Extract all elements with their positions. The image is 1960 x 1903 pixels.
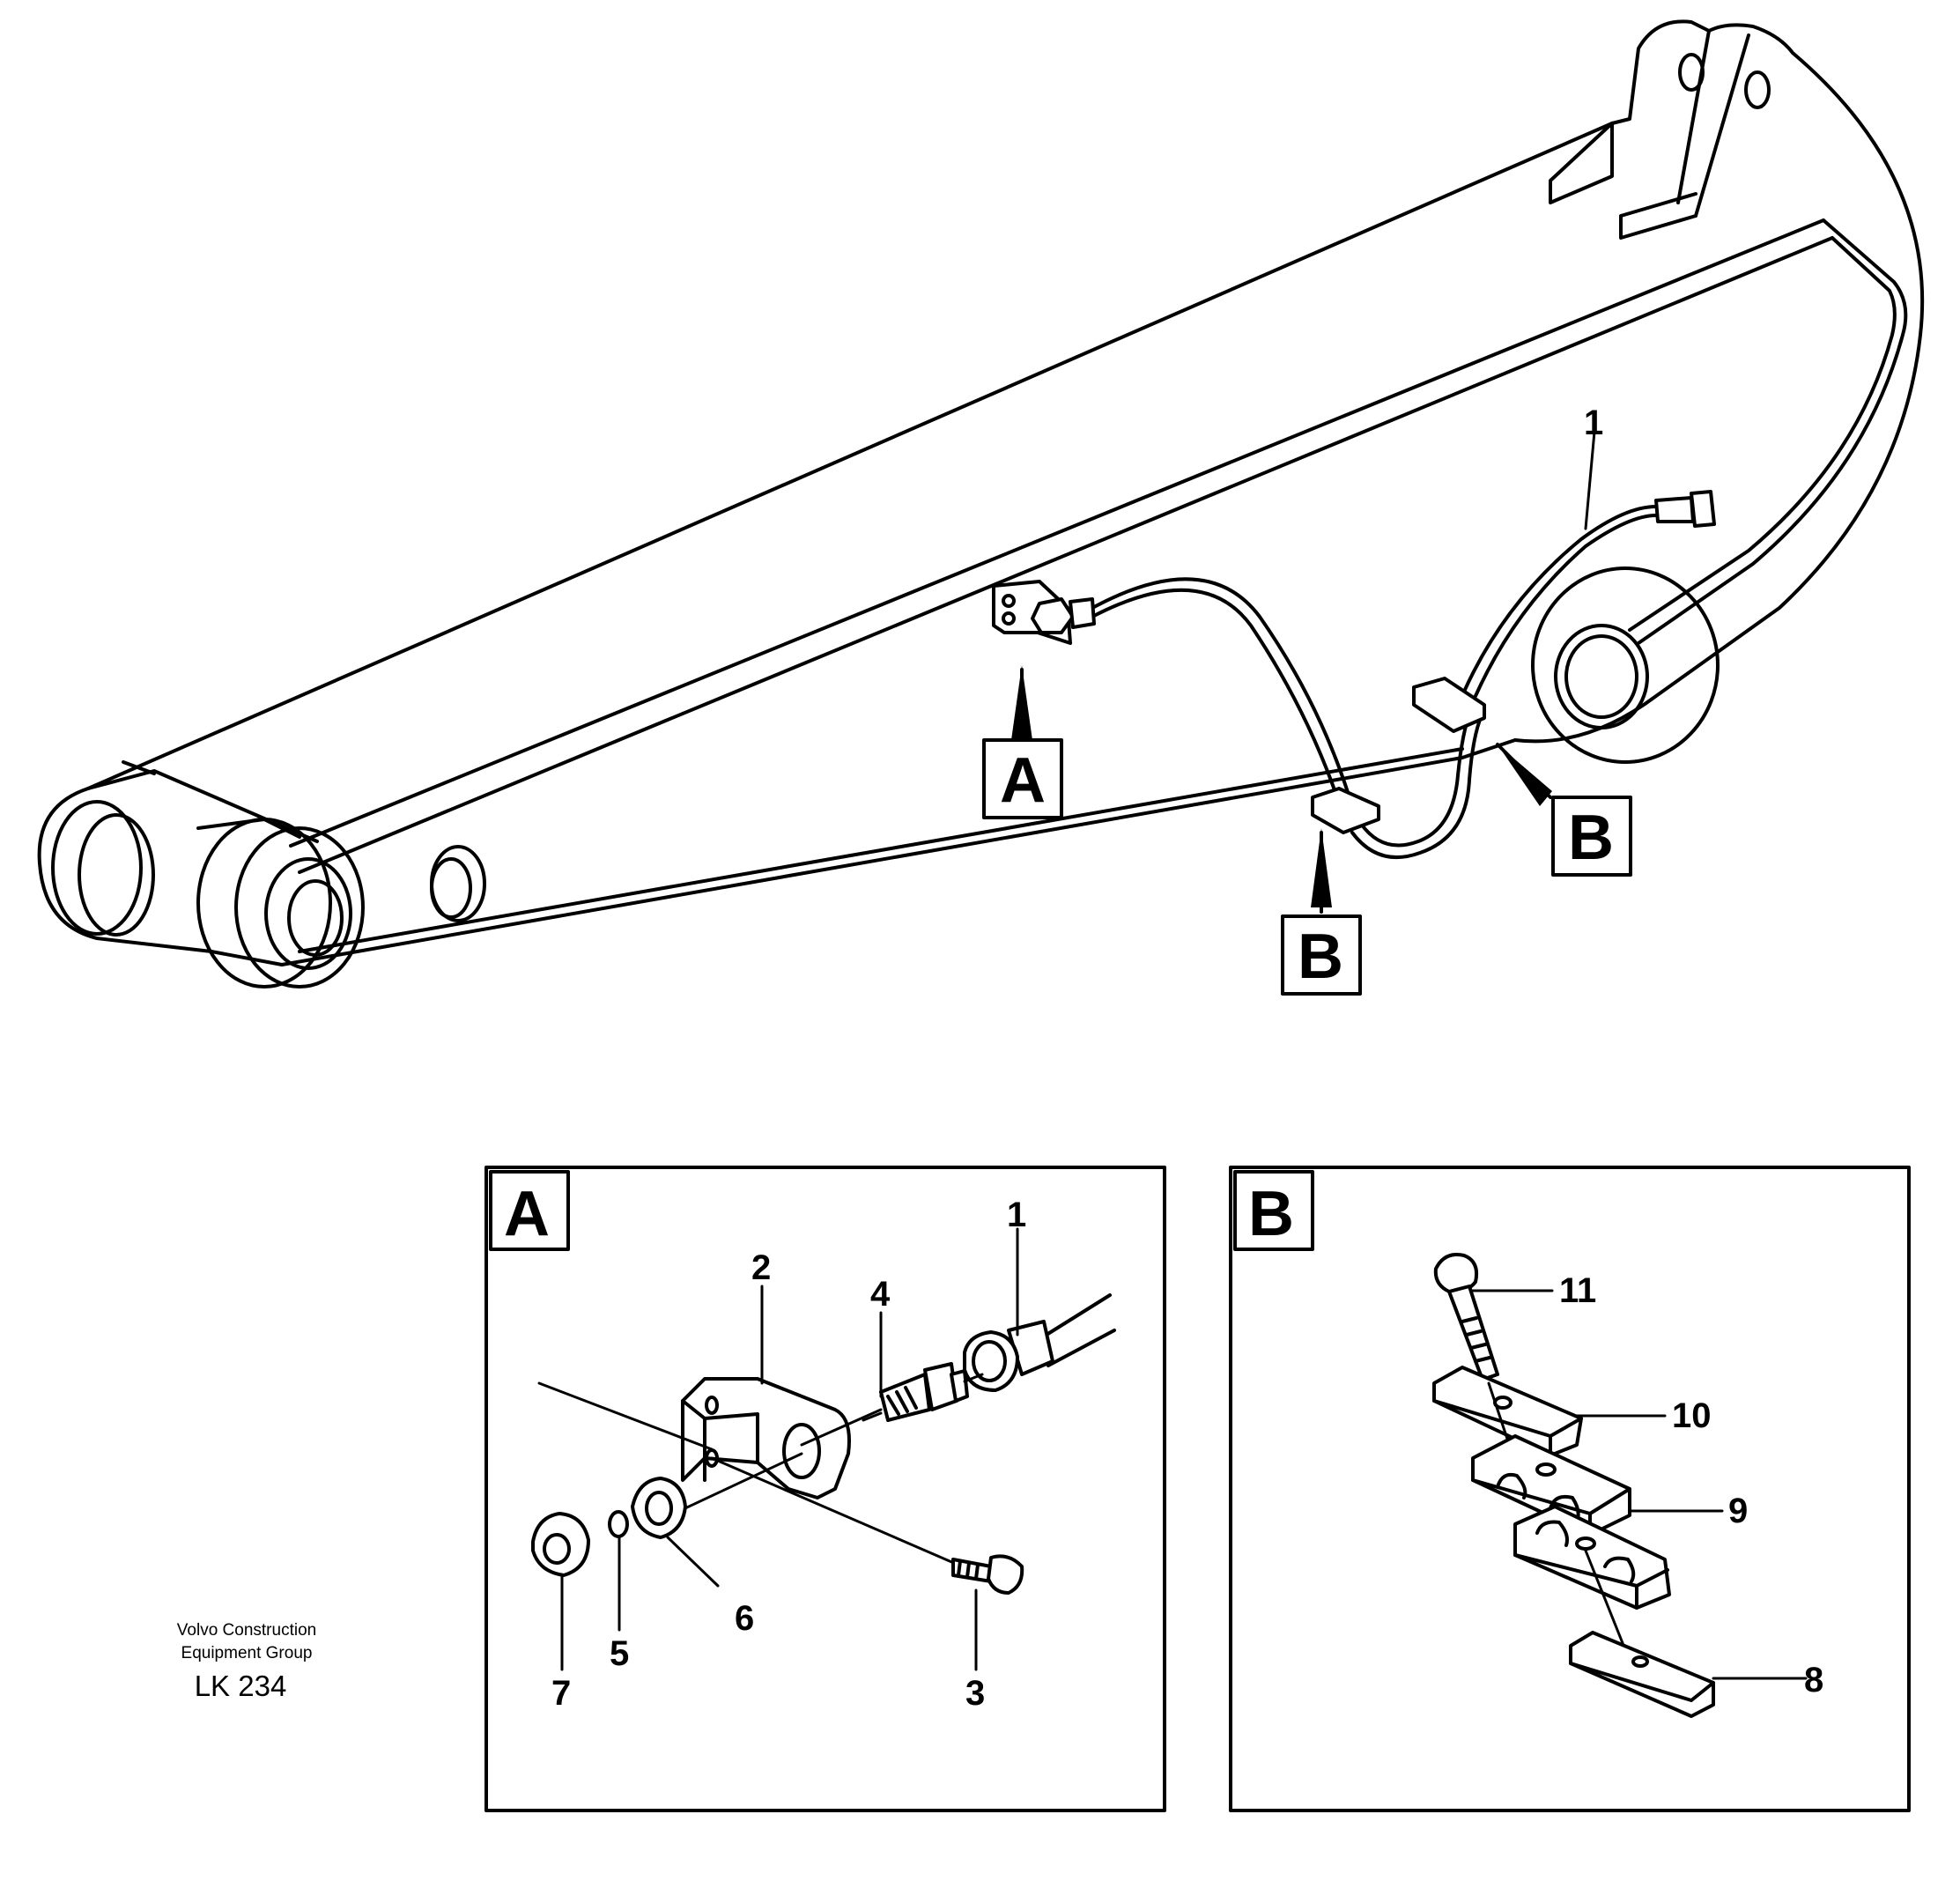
detail-a-label: A <box>504 1179 550 1249</box>
callout-7: 7 <box>551 1674 571 1713</box>
callout-4: 4 <box>870 1275 891 1314</box>
detail-b-callouts: 8 9 10 11 <box>1559 1271 1823 1699</box>
view-box-a-main <box>982 738 1063 819</box>
detail-a-leaders <box>560 1227 1019 1671</box>
callout-10: 10 <box>1672 1396 1712 1435</box>
detail-b-leaders <box>1471 1289 1808 1680</box>
drawing-code: LK 234 <box>195 1670 287 1702</box>
callout-11: 11 <box>1559 1271 1596 1310</box>
callout-3: 3 <box>965 1674 985 1713</box>
view-label-b-lower: B <box>1298 922 1343 992</box>
detail-a-callouts: 1 2 3 4 5 6 7 <box>551 1196 1026 1713</box>
boom-drawing <box>37 19 1925 989</box>
hose-main-view <box>992 490 1716 860</box>
credit-block: Volvo Construction Equipment Group LK 23… <box>177 1621 316 1702</box>
view-label-b-upper: B <box>1568 803 1614 873</box>
callout-1-main: 1 <box>1584 404 1603 442</box>
view-label-a: A <box>1000 745 1046 816</box>
view-box-b-lower <box>1281 914 1362 996</box>
detail-a-panel: A <box>484 1166 1166 1812</box>
callout-8: 8 <box>1804 1661 1823 1699</box>
callout-6: 6 <box>735 1599 754 1638</box>
callout-5: 5 <box>610 1634 629 1673</box>
view-box-b-upper <box>1551 796 1632 877</box>
credit-line-2: Equipment Group <box>181 1644 313 1662</box>
detail-b-panel: B <box>1229 1166 1911 1812</box>
detail-b-label: B <box>1248 1179 1294 1249</box>
credit-line-1: Volvo Construction <box>177 1621 316 1640</box>
callout-2: 2 <box>751 1248 771 1287</box>
callout-1: 1 <box>1007 1196 1026 1234</box>
callout-9: 9 <box>1728 1492 1748 1530</box>
main-view-labels: 1 A B B <box>982 404 1632 996</box>
view-pointers <box>1011 430 1596 914</box>
